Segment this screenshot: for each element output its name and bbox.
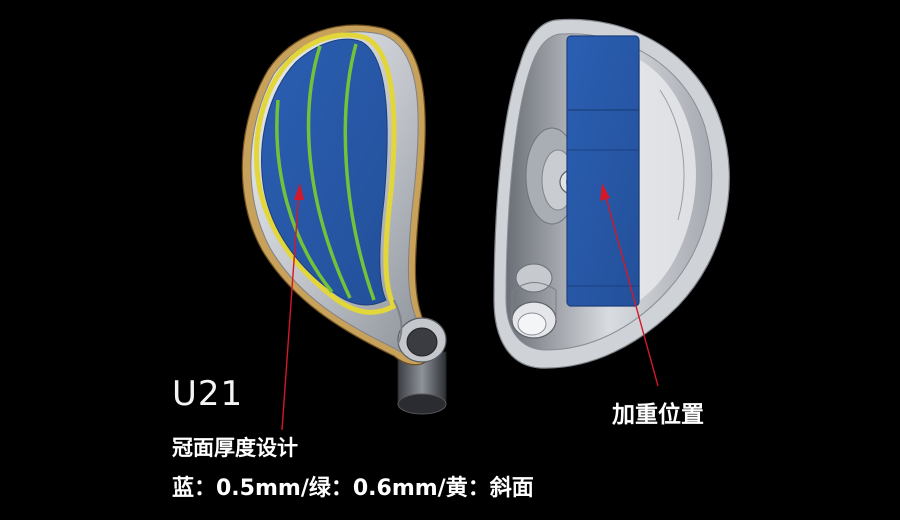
weight-block bbox=[566, 35, 640, 307]
green-zone-3 bbox=[343, 43, 376, 301]
weight-arrow bbox=[603, 189, 659, 387]
pointer-arrows bbox=[281, 183, 659, 431]
green-zone-2 bbox=[306, 45, 352, 299]
crown-thickness-caption: 冠面厚度设计 bbox=[172, 436, 298, 460]
green-zone-1 bbox=[275, 99, 334, 294]
weight-position-caption: 加重位置 bbox=[612, 402, 704, 428]
yellow-zone bbox=[254, 32, 398, 315]
model-name: U21 bbox=[172, 374, 244, 414]
crown-arrow bbox=[281, 189, 300, 431]
weight-head-right bbox=[493, 18, 730, 369]
thickness-legend-caption: 蓝：0.5mm/绿：0.6mm/黄：斜面 bbox=[172, 476, 534, 501]
crown-head-left bbox=[241, 24, 447, 415]
